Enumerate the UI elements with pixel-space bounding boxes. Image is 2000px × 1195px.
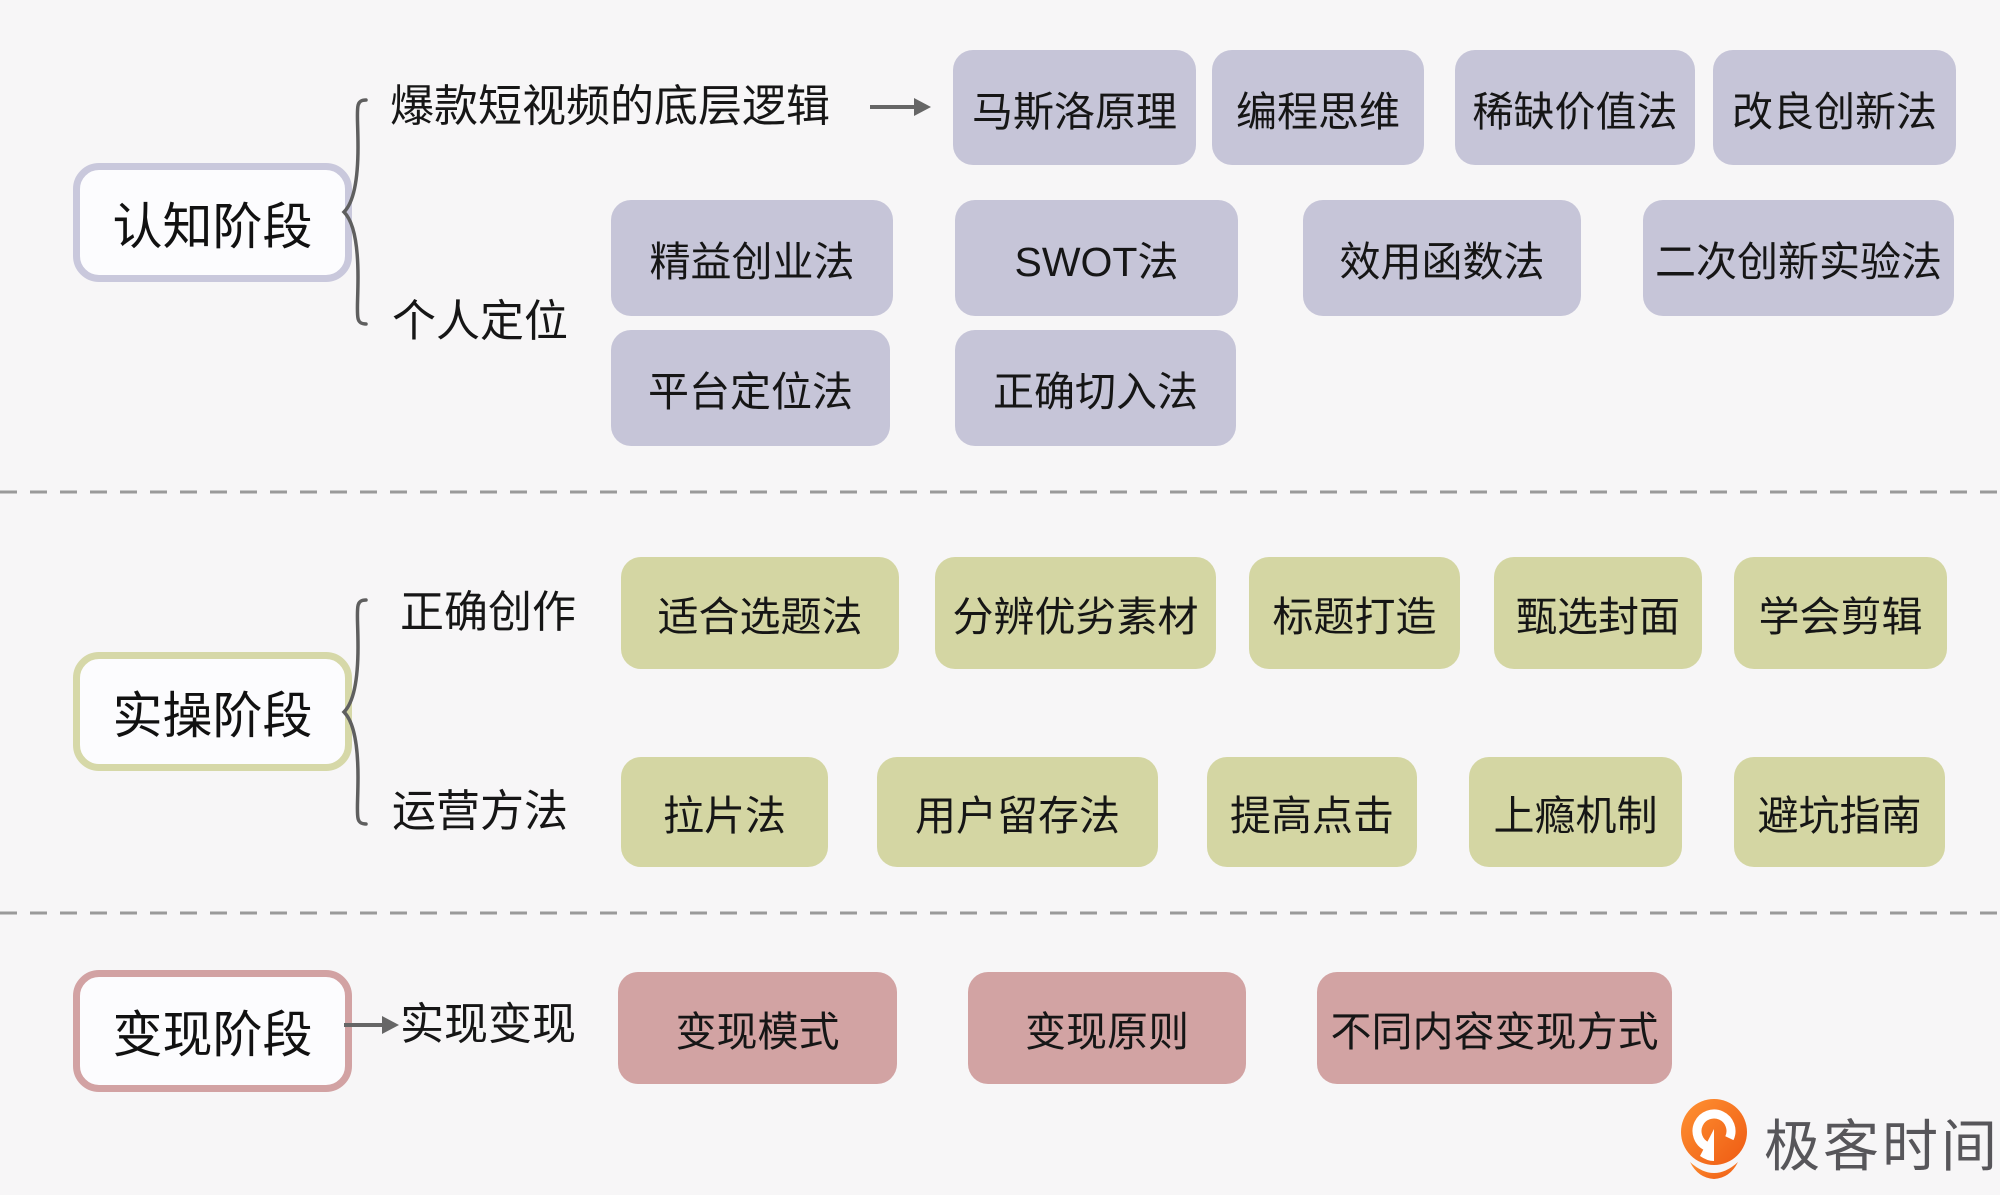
geektime-logo-icon (1681, 1099, 1747, 1179)
node-swot: SWOT法 (955, 200, 1238, 316)
branch-label-creation: 正确创作 (400, 588, 576, 637)
node-programming-thinking: 编程思维 (1212, 50, 1424, 165)
section-divider (0, 911, 2000, 915)
branch-label-operation: 运营方法 (392, 787, 568, 836)
node-scarcity-value: 稀缺价值法 (1455, 50, 1695, 165)
brace-connector-cognition (341, 98, 368, 326)
brace-connector-practice (341, 598, 368, 826)
geektime-logo: 极客时间 (1678, 1098, 2000, 1186)
stage-box-practice: 实操阶段 (73, 652, 352, 771)
stage-box-monetization: 变现阶段 (73, 970, 352, 1092)
node-material-quality: 分辨优劣素材 (935, 557, 1216, 669)
node-improve-innovation: 改良创新法 (1713, 50, 1956, 165)
node-correct-entry: 正确切入法 (955, 330, 1236, 446)
node-cover-selection: 甄选封面 (1494, 557, 1702, 669)
node-monetization-principle: 变现原则 (968, 972, 1246, 1084)
node-platform-positioning: 平台定位法 (611, 330, 890, 446)
stage-box-cognition: 认知阶段 (73, 163, 352, 282)
node-lean-startup: 精益创业法 (611, 200, 893, 316)
branch-label-logic: 爆款短视频的底层逻辑 (390, 82, 830, 131)
branch-label-positioning: 个人定位 (392, 297, 568, 346)
geektime-logo-text: 极客时间 (1764, 1114, 2000, 1178)
node-title-building: 标题打造 (1249, 557, 1460, 669)
node-monetization-model: 变现模式 (618, 972, 897, 1084)
node-increase-clicks: 提高点击 (1207, 757, 1417, 867)
node-utility-function: 效用函数法 (1303, 200, 1581, 316)
node-content-monetization-ways: 不同内容变现方式 (1317, 972, 1672, 1084)
branch-label-realize: 实现变现 (400, 1000, 576, 1049)
node-topic-selection: 适合选题法 (621, 557, 899, 669)
arrow-icon (870, 98, 931, 116)
section-divider (0, 490, 2000, 494)
node-learn-editing: 学会剪辑 (1734, 557, 1947, 669)
node-user-retention: 用户留存法 (877, 757, 1158, 867)
arrow-icon (344, 1016, 399, 1034)
node-secondary-innovation: 二次创新实验法 (1643, 200, 1954, 316)
node-pitfall-guide: 避坑指南 (1734, 757, 1945, 867)
node-addiction-mechanism: 上瘾机制 (1469, 757, 1682, 867)
node-maslow: 马斯洛原理 (953, 50, 1196, 165)
node-film-analysis: 拉片法 (621, 757, 828, 867)
